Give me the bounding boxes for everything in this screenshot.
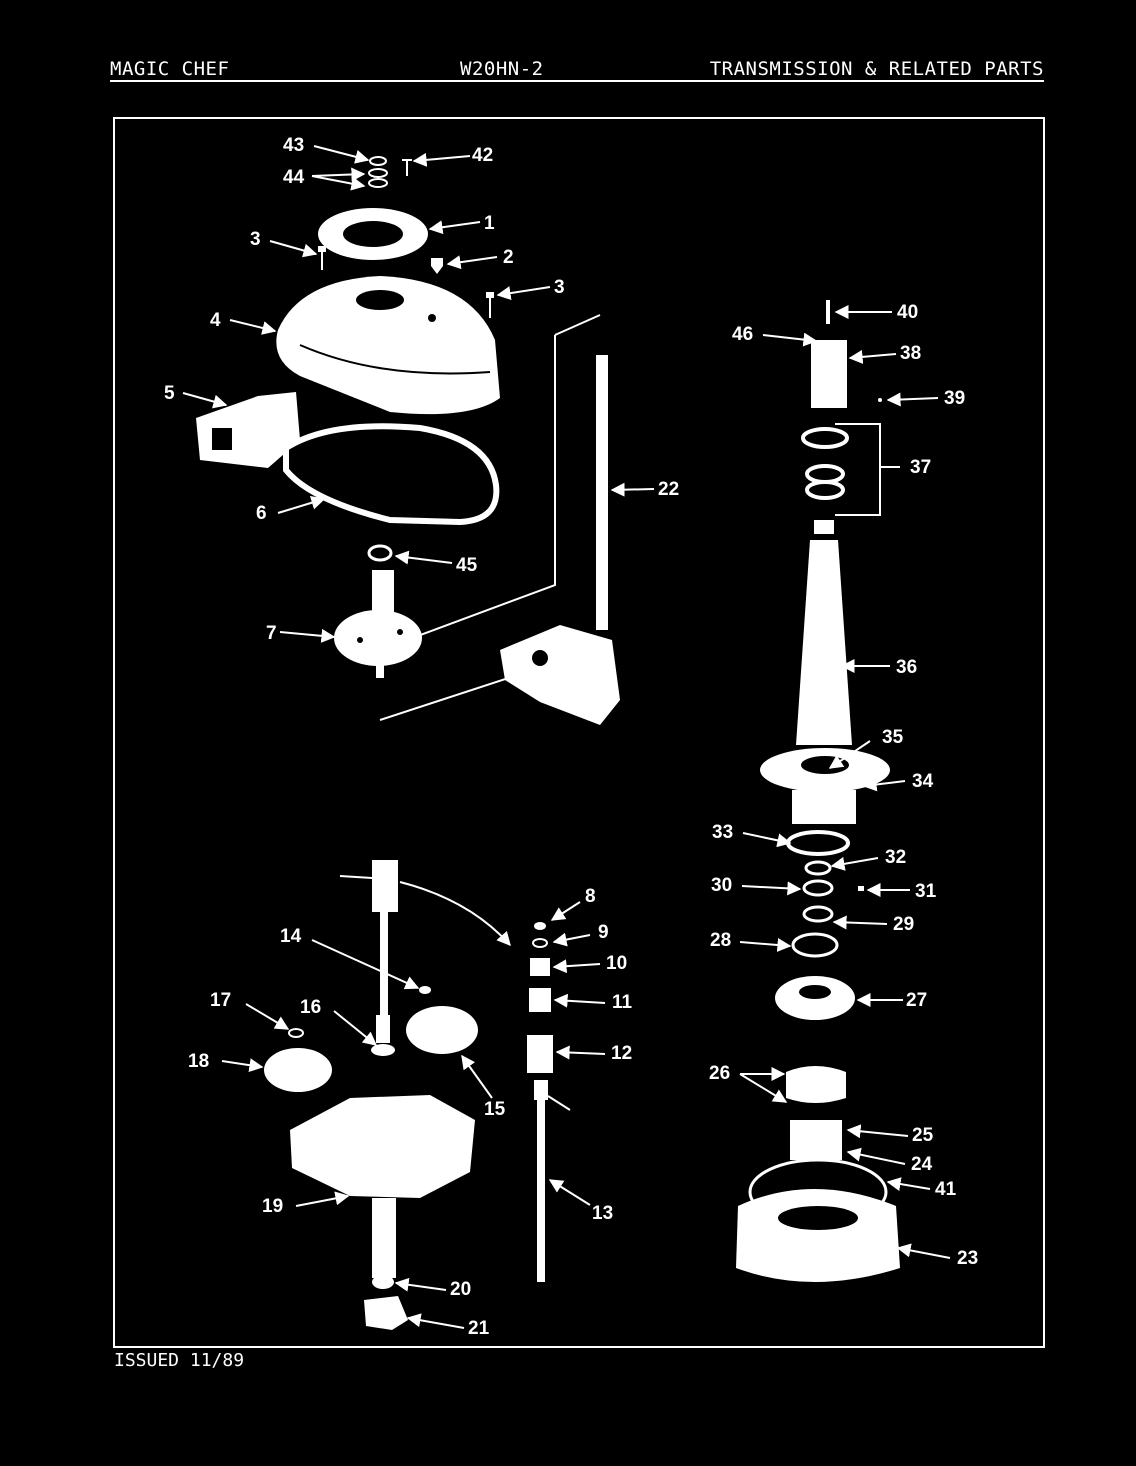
right-column-parts xyxy=(736,300,900,1282)
callout-23: 23 xyxy=(957,1248,978,1269)
callout-16: 16 xyxy=(300,997,321,1018)
callout-19: 19 xyxy=(262,1196,283,1217)
callout-1: 1 xyxy=(484,213,495,234)
callout-15: 15 xyxy=(484,1099,506,1120)
callout-44: 44 xyxy=(283,167,305,188)
callout-13: 13 xyxy=(592,1203,613,1224)
callout-36: 36 xyxy=(896,657,917,678)
cover-screws xyxy=(318,246,494,318)
hub-assembly-part xyxy=(334,570,422,678)
callout-6: 6 xyxy=(256,503,267,524)
callout-24: 24 xyxy=(911,1154,933,1175)
leader-lines xyxy=(182,145,951,1329)
callout-labels: 43 42 44 1 3 2 3 4 5 6 45 22 7 40 46 38 … xyxy=(164,135,978,1339)
callout-9: 9 xyxy=(598,922,609,943)
callout-21: 21 xyxy=(468,1318,490,1339)
cover-plate-part xyxy=(318,208,428,260)
header-section: TRANSMISSION & RELATED PARTS xyxy=(709,58,1044,80)
header-brand: MAGIC CHEF xyxy=(110,58,230,80)
gasket-part xyxy=(283,423,500,526)
callout-12: 12 xyxy=(611,1043,632,1064)
callout-2: 2 xyxy=(503,247,514,268)
callout-14: 14 xyxy=(280,926,302,947)
o-ring-part xyxy=(367,544,393,562)
callout-18: 18 xyxy=(188,1051,209,1072)
header-rule xyxy=(110,80,1044,82)
header-model: W20HN-2 xyxy=(460,58,544,80)
callout-3-left: 3 xyxy=(250,229,261,250)
callout-28: 28 xyxy=(710,930,731,951)
callout-8: 8 xyxy=(585,886,596,907)
callout-3-right: 3 xyxy=(554,277,565,298)
callout-7: 7 xyxy=(266,623,277,644)
callout-30: 30 xyxy=(711,875,732,896)
callout-39: 39 xyxy=(944,388,965,409)
shaft-part xyxy=(596,355,608,630)
diagram-frame xyxy=(113,117,1045,1348)
callout-34: 34 xyxy=(912,771,934,792)
callout-26: 26 xyxy=(709,1063,730,1084)
callout-17: 17 xyxy=(210,990,231,1011)
callout-4: 4 xyxy=(210,310,221,331)
callout-33: 33 xyxy=(712,822,733,843)
callout-5: 5 xyxy=(164,383,175,404)
top-washers xyxy=(368,156,412,188)
callout-22: 22 xyxy=(658,479,679,500)
callout-45: 45 xyxy=(456,555,478,576)
lever-bracket-part xyxy=(500,625,620,725)
lower-left-parts xyxy=(264,860,571,1330)
callout-20: 20 xyxy=(450,1279,471,1300)
callout-43: 43 xyxy=(283,135,304,156)
callout-31: 31 xyxy=(915,881,937,902)
footer-issued: ISSUED 11/89 xyxy=(114,1350,245,1371)
callout-38: 38 xyxy=(900,343,921,364)
callout-42: 42 xyxy=(472,145,493,166)
callout-37: 37 xyxy=(910,457,931,478)
callout-11: 11 xyxy=(612,992,633,1013)
bracket-part xyxy=(196,392,300,468)
callout-35: 35 xyxy=(882,727,904,748)
callout-29: 29 xyxy=(893,914,914,935)
transmission-cover-part xyxy=(276,276,500,415)
callout-46: 46 xyxy=(732,324,753,345)
callout-10: 10 xyxy=(606,953,627,974)
callout-25: 25 xyxy=(912,1125,934,1146)
callout-40: 40 xyxy=(897,302,918,323)
callout-32: 32 xyxy=(885,847,906,868)
callout-41: 41 xyxy=(935,1179,957,1200)
callout-27: 27 xyxy=(906,990,927,1011)
